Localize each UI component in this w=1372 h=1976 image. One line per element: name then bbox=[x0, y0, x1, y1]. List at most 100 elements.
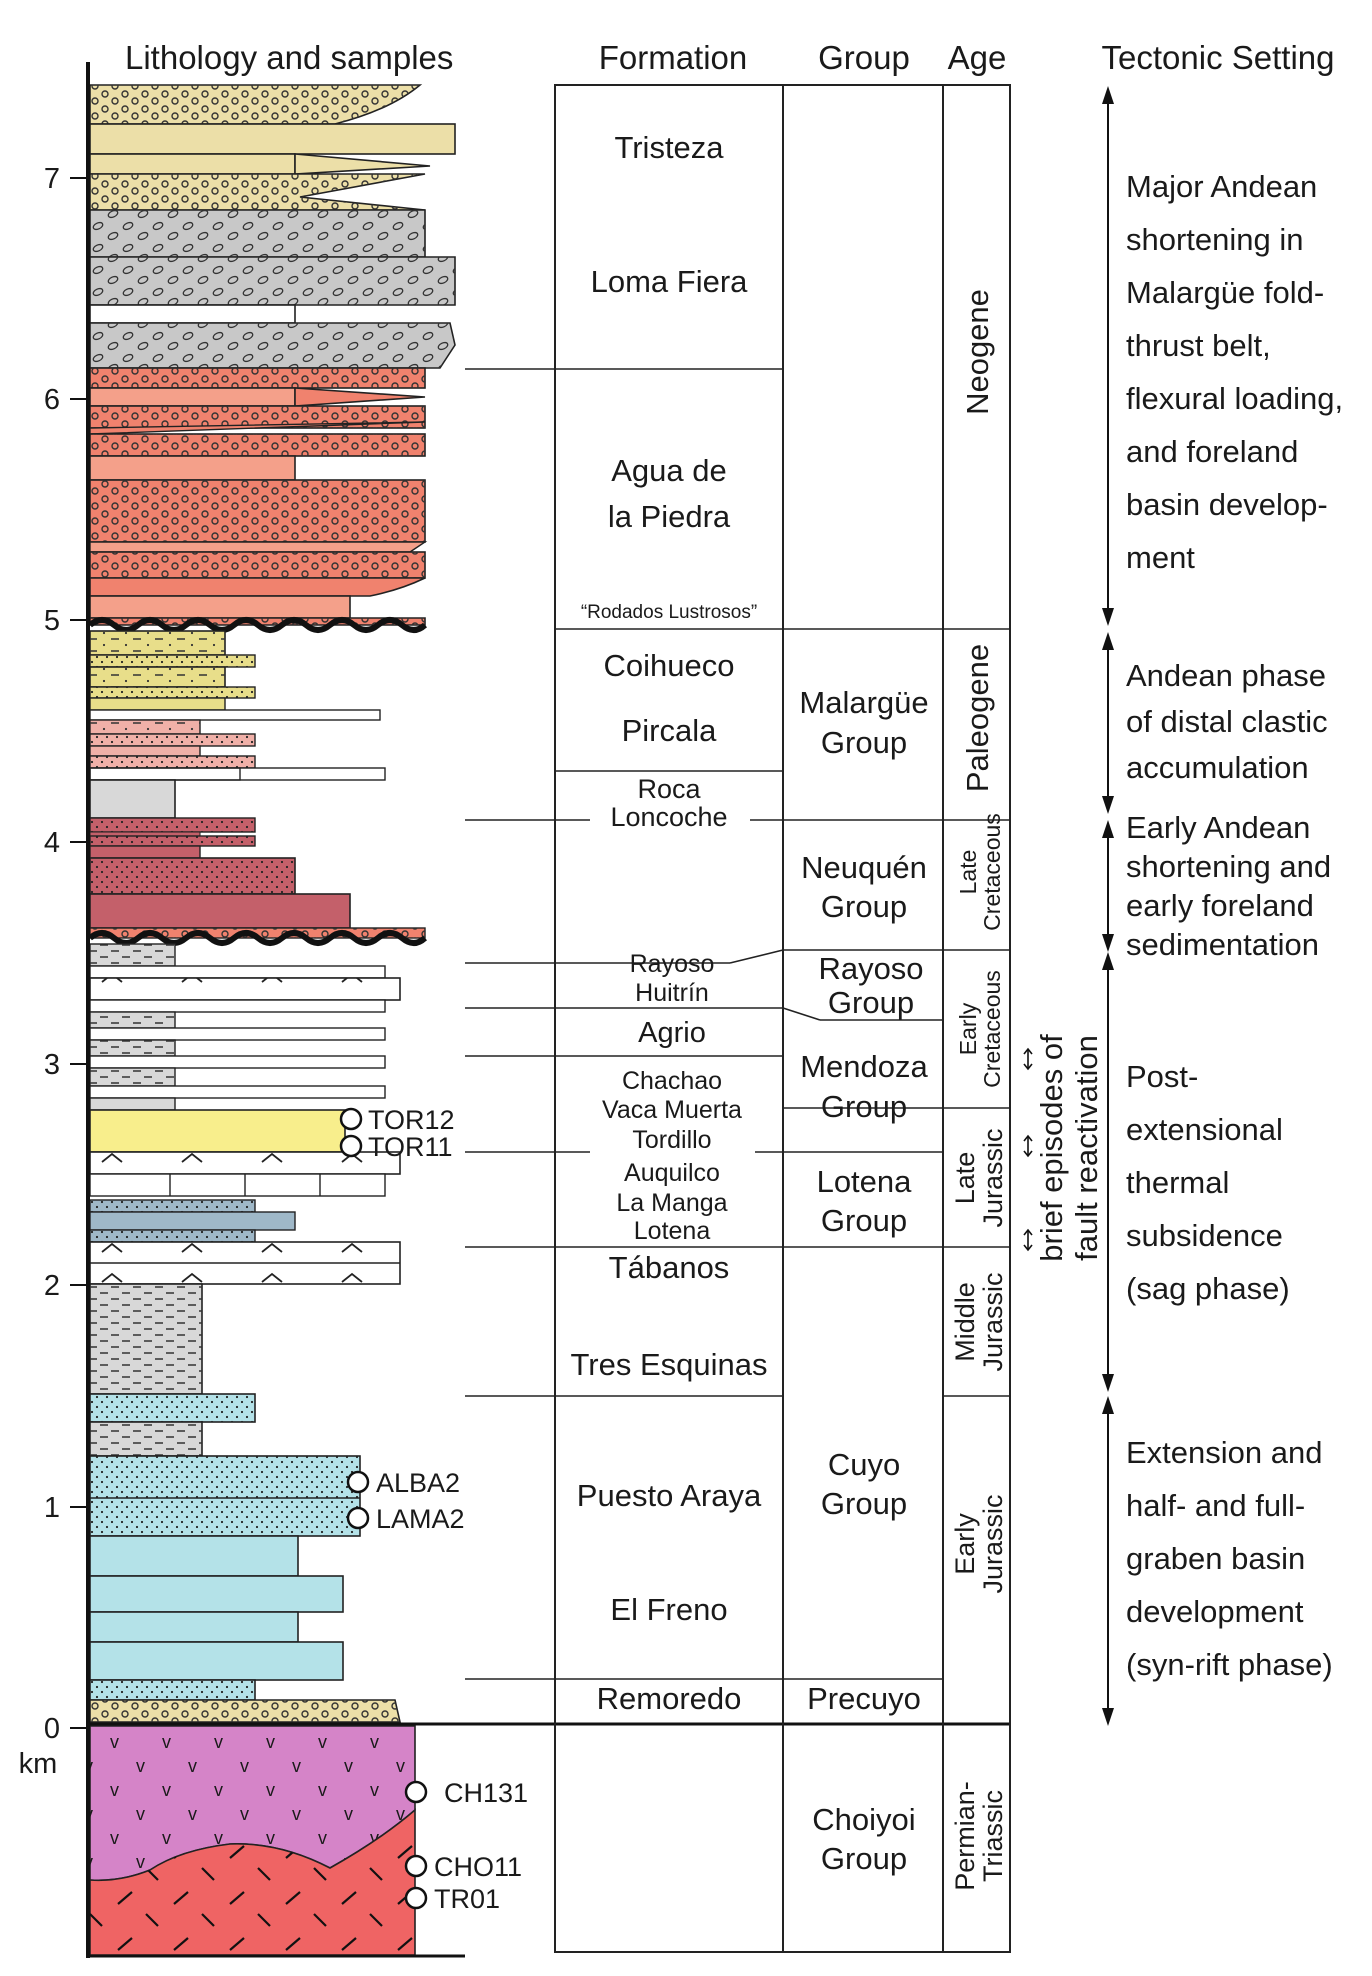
formation-el-freno: El Freno bbox=[610, 1592, 727, 1627]
sample-marker-alba2 bbox=[346, 1470, 370, 1494]
formation-la-manga: La Manga bbox=[616, 1189, 727, 1217]
tectonic-extension-line: development bbox=[1126, 1594, 1304, 1629]
tick-3: 3 bbox=[44, 1049, 60, 1081]
group-cuyo-1: Cuyo bbox=[828, 1447, 900, 1482]
formation-tristeza: Tristeza bbox=[614, 130, 724, 165]
tectonic-major-line: ment bbox=[1126, 540, 1195, 575]
formation-auquilco: Auquilco bbox=[624, 1159, 720, 1187]
formation-pircala: Pircala bbox=[622, 713, 718, 748]
tectonic-post-line: Post- bbox=[1126, 1059, 1198, 1094]
sample-label-cho11: CHO11 bbox=[434, 1852, 522, 1882]
formation-tabanos: Tábanos bbox=[609, 1250, 730, 1285]
sample-label-tr01: TR01 bbox=[434, 1884, 500, 1914]
lithology-column bbox=[88, 84, 1010, 1958]
formation-rayoso: Rayoso bbox=[630, 950, 715, 978]
tectonic-andean-line: accumulation bbox=[1126, 750, 1309, 785]
group-rayoso-1: Rayoso bbox=[818, 951, 923, 986]
group-cuyo-2: Group bbox=[821, 1486, 907, 1521]
sample-label-ch131: CH131 bbox=[444, 1778, 528, 1808]
age-late-cretaceous-1: Late bbox=[955, 850, 981, 895]
formation-agua-de-la-piedra-2: la Piedra bbox=[608, 499, 731, 534]
age-permian-triassic-2: Triassic bbox=[978, 1790, 1008, 1882]
tick-0: 0 bbox=[44, 1713, 60, 1745]
age-paleogene: Paleogene bbox=[960, 644, 995, 792]
age-late-jurassic-1: Late bbox=[950, 1152, 980, 1205]
axis-unit: km bbox=[19, 1748, 58, 1780]
unconformity-5km bbox=[88, 617, 428, 633]
tectonic-andean-line: Andean phase bbox=[1126, 658, 1326, 693]
tectonic-extension-line: half- and full- bbox=[1126, 1488, 1305, 1523]
tectonic-andean-line: of distal clastic bbox=[1126, 704, 1328, 739]
tectonic-major-line: thrust belt, bbox=[1126, 328, 1271, 363]
tectonic-major-line: basin develop- bbox=[1126, 487, 1328, 522]
bed-tordillo bbox=[89, 1109, 346, 1153]
fault-reactivation-note: brief episodes of fault reactivation bbox=[1023, 1034, 1104, 1262]
double-arrow-icon bbox=[1023, 1047, 1033, 1252]
formation-labels: Tristeza Loma Fiera Agua de la Piedra “R… bbox=[571, 130, 768, 1716]
age-late-cretaceous-2: Cretaceous bbox=[979, 813, 1005, 931]
fault-note-line1: brief episodes of bbox=[1034, 1034, 1069, 1262]
tectonic-early-andean: Early Andean shortening and early forela… bbox=[1126, 810, 1331, 962]
tectonic-post-line: thermal bbox=[1126, 1165, 1229, 1200]
age-middle-jurassic-2: Jurassic bbox=[978, 1272, 1008, 1371]
tick-2: 2 bbox=[44, 1270, 60, 1302]
formation-roca: Roca bbox=[637, 774, 701, 804]
sample-marker-tr01 bbox=[404, 1886, 428, 1910]
strat-table-grid bbox=[465, 84, 1011, 1953]
tectonic-arrows bbox=[1102, 86, 1114, 1726]
group-mendoza-2: Group bbox=[821, 1089, 907, 1124]
group-malargue-2: Group bbox=[821, 725, 907, 760]
tectonic-major-andean: Major Andean shortening in Malargüe fold… bbox=[1126, 169, 1343, 575]
group-labels: Malargüe Group Neuquén Group Rayoso Grou… bbox=[799, 685, 928, 1876]
formation-puesto-araya: Puesto Araya bbox=[577, 1478, 762, 1513]
formation-tordillo: Tordillo bbox=[632, 1126, 711, 1154]
sample-marker-ch131 bbox=[404, 1780, 428, 1804]
tectonic-major-line: and foreland bbox=[1126, 434, 1298, 469]
age-early-cretaceous-2: Cretaceous bbox=[979, 970, 1005, 1088]
tectonic-early-line: Early Andean bbox=[1126, 810, 1310, 845]
formation-lotena: Lotena bbox=[634, 1217, 711, 1245]
age-early-cretaceous-1: Early bbox=[955, 1002, 981, 1055]
tectonic-major-line: Major Andean bbox=[1126, 169, 1317, 204]
group-precuyo: Precuyo bbox=[807, 1681, 921, 1716]
sample-marker-tor11 bbox=[339, 1134, 363, 1158]
age-permian-triassic-1: Permian- bbox=[950, 1781, 980, 1891]
tectonic-post-line: subsidence bbox=[1126, 1218, 1283, 1253]
formation-loma-fiera: Loma Fiera bbox=[591, 264, 749, 299]
tectonic-major-line: flexural loading, bbox=[1126, 381, 1343, 416]
tectonic-post-line: extensional bbox=[1126, 1112, 1283, 1147]
tectonic-extension-line: Extension and bbox=[1126, 1435, 1322, 1470]
tick-5: 5 bbox=[44, 605, 60, 637]
formation-vaca-muerta: Vaca Muerta bbox=[602, 1096, 742, 1124]
tectonic-early-line: early foreland bbox=[1126, 888, 1314, 923]
header-formation: Formation bbox=[599, 39, 748, 76]
group-mendoza-1: Mendoza bbox=[800, 1049, 928, 1084]
sample-label-tor11: TOR11 bbox=[368, 1132, 453, 1162]
bed-roca bbox=[89, 779, 176, 819]
sample-marker-lama2 bbox=[346, 1506, 370, 1530]
tick-7: 7 bbox=[44, 163, 60, 195]
header-tectonic: Tectonic Setting bbox=[1102, 39, 1335, 76]
formation-agrio: Agrio bbox=[638, 1017, 706, 1049]
formation-coihueco: Coihueco bbox=[604, 648, 735, 683]
group-choiyoi-1: Choiyoi bbox=[812, 1802, 915, 1837]
header-age: Age bbox=[948, 39, 1007, 76]
tectonic-post-line: (sag phase) bbox=[1126, 1271, 1290, 1306]
sample-label-alba2: ALBA2 bbox=[376, 1468, 460, 1498]
sample-markers: TOR12 TOR11 ALBA2 LAMA2 CH131 CHO11 TR01 bbox=[339, 1105, 528, 1914]
group-lotena-2: Group bbox=[821, 1203, 907, 1238]
age-middle-jurassic-1: Middle bbox=[950, 1282, 980, 1362]
tick-4: 4 bbox=[44, 827, 60, 859]
sample-marker-tor12 bbox=[339, 1107, 363, 1131]
formation-tres-esquinas: Tres Esquinas bbox=[571, 1347, 768, 1382]
group-choiyoi-2: Group bbox=[821, 1841, 907, 1876]
formation-remoredo: Remoredo bbox=[597, 1681, 742, 1716]
age-early-jurassic-2: Jurassic bbox=[978, 1494, 1008, 1593]
tectonic-extension: Extension and half- and full- graben bas… bbox=[1126, 1435, 1333, 1682]
group-neuquen-2: Group bbox=[821, 889, 907, 924]
sample-label-tor12: TOR12 bbox=[368, 1105, 455, 1135]
sample-marker-cho11 bbox=[404, 1854, 428, 1878]
formation-huitrin: Huitrín bbox=[635, 979, 709, 1007]
age-neogene: Neogene bbox=[960, 289, 995, 415]
